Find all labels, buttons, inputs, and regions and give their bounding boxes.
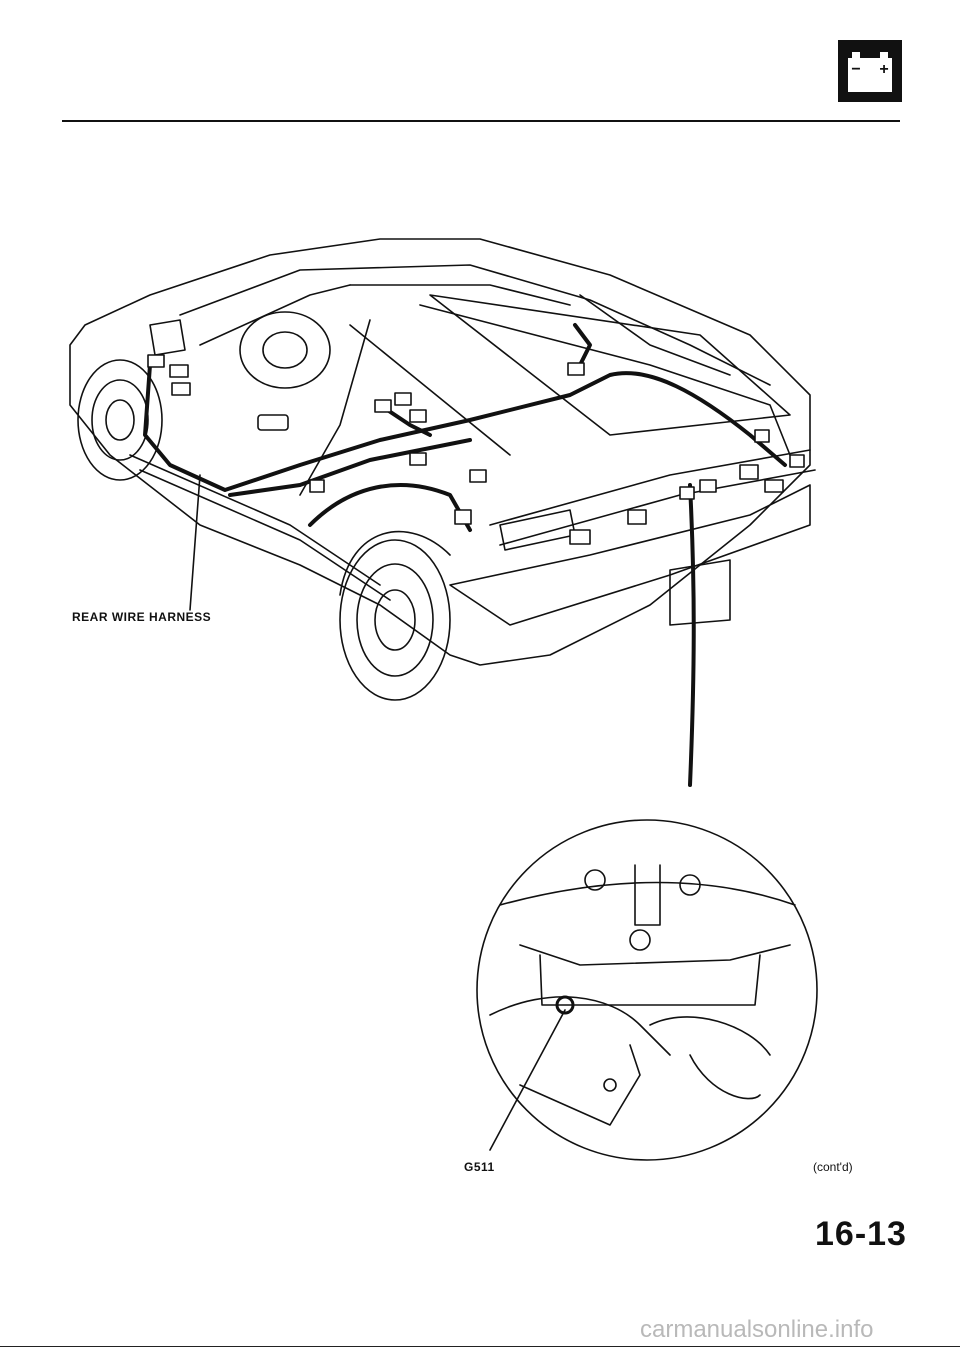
header-rule bbox=[62, 120, 900, 122]
bottom-divider bbox=[0, 1346, 960, 1347]
rear-wire-harness-illustration bbox=[69, 238, 818, 1161]
battery-icon: − + bbox=[838, 40, 902, 102]
watermark-text: carmanualsonline.info bbox=[640, 1316, 874, 1343]
page-number: 16-13 bbox=[815, 1215, 907, 1253]
rear-wire-harness-label: REAR WIRE HARNESS bbox=[72, 610, 212, 624]
minus-symbol: − bbox=[851, 61, 860, 78]
ground-g511-label: G511 bbox=[464, 1160, 495, 1174]
plus-symbol: + bbox=[879, 61, 888, 78]
continued-label: (cont'd) bbox=[813, 1160, 853, 1174]
